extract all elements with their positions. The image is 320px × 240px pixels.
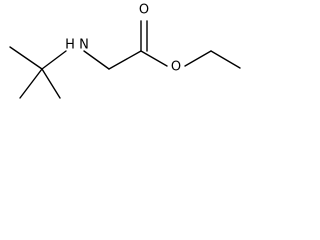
bond-tbutyl-methyl-bottom-left xyxy=(19,68,43,99)
bond-ethyl-ch2-to-ch3 xyxy=(210,50,241,69)
bond-tbutyl-methyl-top xyxy=(9,46,43,70)
atom-label-nitrogen: H N xyxy=(65,38,89,53)
bond-tbutyl-methyl-bottom-right xyxy=(41,68,61,99)
bond-tbutyl-to-nitrogen xyxy=(41,50,67,70)
atom-label-oxygen-ester: O xyxy=(171,60,181,75)
bond-ester-oxygen-to-ethyl-ch2 xyxy=(184,50,212,67)
bond-carbonyl-to-ester-oxygen xyxy=(140,50,168,67)
bond-methylene-to-carbonyl-carbon xyxy=(108,50,142,70)
chemical-structure-diagram: H N O O xyxy=(9,3,241,99)
atom-label-oxygen-carbonyl: O xyxy=(139,3,149,18)
bond-nitrogen-to-methylene xyxy=(83,50,110,70)
